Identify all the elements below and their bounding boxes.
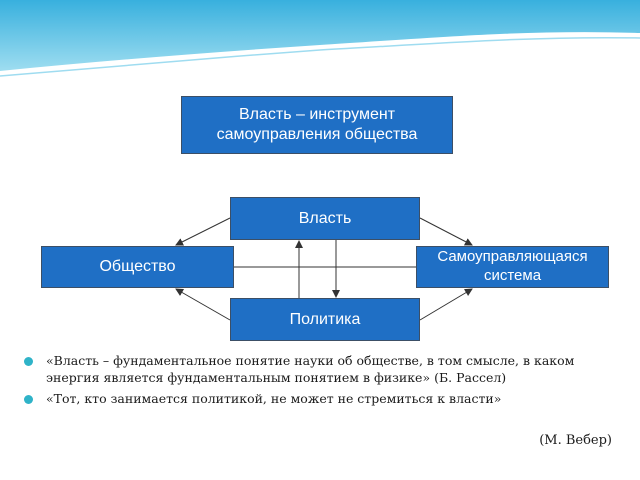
bullet-icon (24, 357, 33, 366)
quote-author: (М. Вебер) (539, 433, 612, 448)
power-box: Власть (230, 197, 420, 240)
quote-text: «Тот, кто занимается политикой, не может… (46, 391, 502, 406)
quote-list: «Власть – фундаментальное понятие науки … (24, 352, 624, 411)
politics-box-label: Политика (289, 310, 361, 328)
self-governing-system-box: Самоуправляющаяся система (416, 246, 609, 288)
power-box-label: Власть (298, 209, 352, 227)
arrow-politics-to-system (419, 288, 473, 321)
self-governing-system-box-label: Самоуправляющаяся система (437, 248, 588, 284)
quote-text: «Власть – фундаментальное понятие науки … (46, 353, 575, 385)
society-box: Общество (41, 246, 234, 288)
header-wave-decoration (0, 0, 640, 77)
bullet-icon (24, 395, 33, 404)
quote-item: «Тот, кто занимается политикой, не может… (24, 390, 624, 407)
quote-item: «Власть – фундаментальное понятие науки … (24, 352, 624, 386)
arrow-power-to-society (175, 217, 231, 246)
title-box: Власть – инструмент самоуправления общес… (181, 96, 453, 154)
arrow-politics-to-society (175, 288, 231, 321)
politics-box: Политика (230, 298, 420, 341)
title-box-label: Власть – инструмент самоуправления общес… (216, 106, 418, 143)
arrow-power-to-system (419, 217, 473, 246)
society-box-label: Общество (99, 258, 176, 275)
